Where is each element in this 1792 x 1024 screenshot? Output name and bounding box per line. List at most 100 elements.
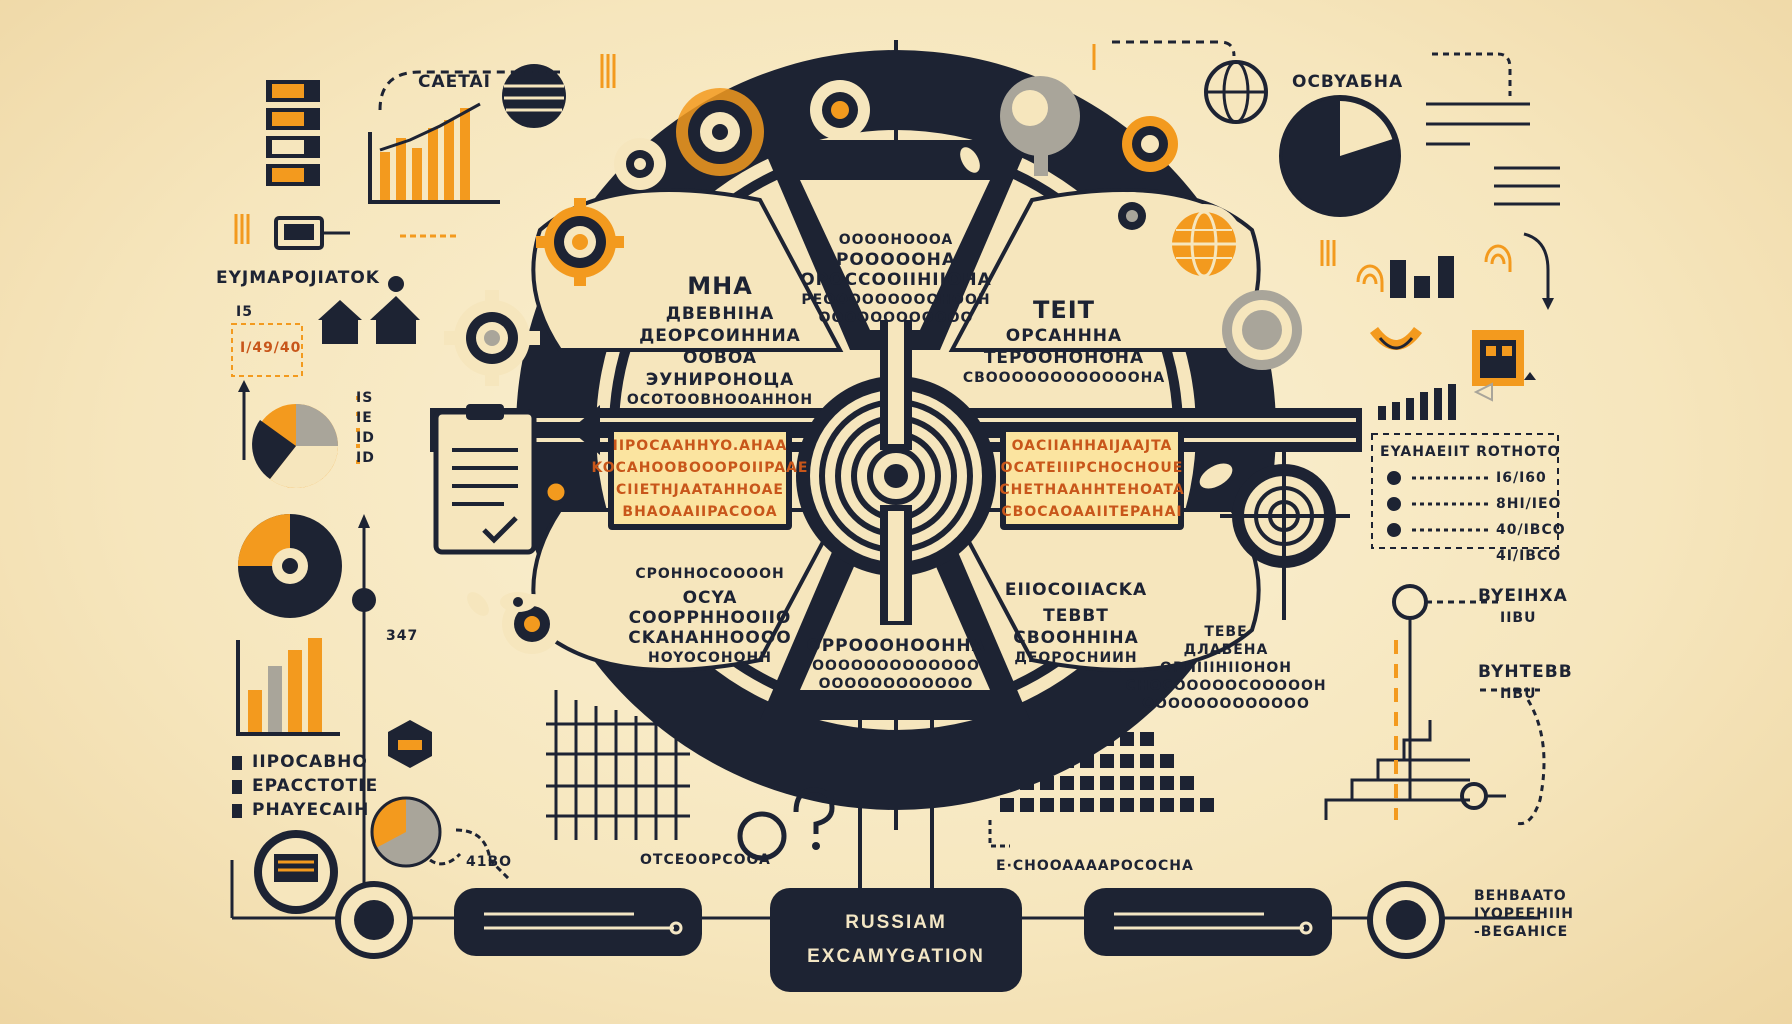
slider-left[interactable] [454,888,702,956]
banner-right [1000,426,1184,530]
quad-bl-line: COOPPHHOOIIO [628,608,792,628]
clipboard-icon [433,404,537,555]
right-row: 8HI/IEO [1496,496,1562,512]
lobe-bottom-right [948,508,1261,672]
right-footer: -BEGAHICE [1474,924,1569,940]
waffle-chart [1000,732,1214,812]
quad-tc-line: POOOOOHA [835,250,957,270]
disc-icon [238,514,342,618]
connector-dot [544,480,568,504]
center-title-button[interactable]: RUSSIAM EXCAMYGATION [770,888,1022,992]
heading-left: EYJMAPOJIATOK [216,268,380,288]
right-label-a-sub: IIBU [1500,610,1537,626]
seal-icon [1222,290,1302,370]
lobe-bottom-left [531,508,844,672]
left-small-value: IS [356,390,374,406]
quad-br-line: CBOOHHIHA [1013,628,1139,648]
gear-icon [444,290,540,386]
banner-right-line: CHETHAAHHTEHOATA [999,482,1185,498]
eye-icon [500,592,536,612]
banner-left [570,405,792,530]
head-icon [1000,76,1080,176]
gear-icon [810,80,870,140]
quad-tl-line: MHA [687,272,753,300]
quad-tl-line: OOBOA [682,348,758,368]
quad-tl-line: ДBEBHIHA [665,304,775,324]
banner-left-line: IIPOCAAHHYO.AHAA [612,438,788,454]
books-icon [266,80,320,186]
pie-chart-icon [1279,95,1401,217]
caption-bottom-right: E·CHOOAAAAPOCOCHA [996,858,1194,874]
target-icon [1220,450,1350,620]
gear-icon [1108,192,1156,240]
slider-right[interactable] [1084,888,1332,956]
gear-icon [614,138,666,190]
right-label-b-sub: IIBU [1500,686,1537,702]
left-number: 347 [386,628,419,644]
coin-stack-icon [1369,326,1423,350]
banner-left-line: CIIETHJAATAHHOAE [616,482,784,498]
right-row: I6/I60 [1496,470,1547,486]
bar-chart-icon [368,102,500,204]
striped-sphere-icon [502,64,566,128]
left-small-value: ID [356,450,375,466]
left-list-item: PHAYECAIH [252,800,370,820]
tally-marks [234,54,616,244]
quad-bl-line: CPOHHOCOOOOH [635,566,785,582]
quad-bl-line: CKAHAHHOOOO [628,628,792,648]
slider-right-track [1114,912,1313,935]
quad-bl-line: OCYA [682,588,738,608]
right-title: EYAHAEIIT ROTHOTO [1380,444,1561,460]
pattern-disc-icon [676,88,764,176]
quad-tl-line: ЭУНИРОНОЦА [645,370,795,390]
left-small-value: I5 [236,304,253,320]
quad-tl-line: ДЕОРСОИННИА [639,326,801,346]
node-right[interactable] [1367,881,1445,959]
caption-top-left: CAETAI [418,72,492,92]
right-side-text: OPHIIIHIIOHOH [1160,660,1292,676]
mini-bars [1378,384,1456,420]
left-list-item: IIPOCABHO [252,752,368,772]
banner-left-line: KOCAHOOBOOOPOIIPAAE [591,460,809,476]
quad-bc-line: OOOOOOOOOOOOO [812,658,980,674]
building-icon [1472,330,1536,386]
quad-tl-line: OCOTOOBHOOAHHOH [626,392,814,408]
node-left[interactable] [335,881,413,959]
banner-right-line: CBOCAOAAIITEPAHAI [1001,504,1183,520]
pie-chart-icon [370,796,442,868]
slider-left-track [484,912,683,935]
stairs-chart [1324,720,1470,820]
quad-tr-line: CBOOOOOOOOOOOOHA [962,370,1166,386]
text-lines [1426,102,1560,206]
bar-chart-icon [236,638,340,736]
gear-icon [536,198,624,286]
quad-br-line: ДЕОРОСНИИН [1014,650,1138,666]
quad-tc-line: PEOOOOOOOOOHOOH [801,292,991,308]
left-bottom-value: 41BO [466,854,513,870]
globe-icon [1204,60,1268,124]
pie-chart-icon [252,404,338,489]
question-icon [737,787,835,861]
left-small-value: ID [356,430,375,446]
quad-tr-line: OPCAHHHA [1005,326,1123,346]
center-maze [796,320,996,625]
quad-br-line: EIIOCOIIACKA [1004,580,1148,600]
right-footer: IYOPEEHIIH [1474,906,1574,922]
banner-left-line: BHAOAAIIPACOOA [622,504,778,520]
left-list-item: EPACCTOTIE [252,776,379,796]
banner-right-line: OACIIAHHAIJAAJTA [1011,438,1173,454]
quad-tc-line: OPOCCOOIIHIIOHA [800,270,992,290]
house-icon [318,276,420,344]
right-side-text: CHOCOOOOOCOOOOOH [1125,678,1327,694]
right-footer: BEHBAATO [1474,888,1567,904]
right-row: 4I/IBCO [1496,548,1562,564]
quad-bc-line: OOOOOOOOOOOO [818,676,974,692]
right-label-b: BYHTEBB [1478,662,1573,682]
center-title-line-1: RUSSIAM [845,912,947,933]
quad-tr-line: TEPOOHOHOHA [983,348,1145,368]
quad-tr-line: TEIT [1032,296,1096,324]
center-title-line-2: EXCAMYGATION [807,946,985,967]
right-side-text: OOOOOOOOOOOOO [1142,696,1310,712]
